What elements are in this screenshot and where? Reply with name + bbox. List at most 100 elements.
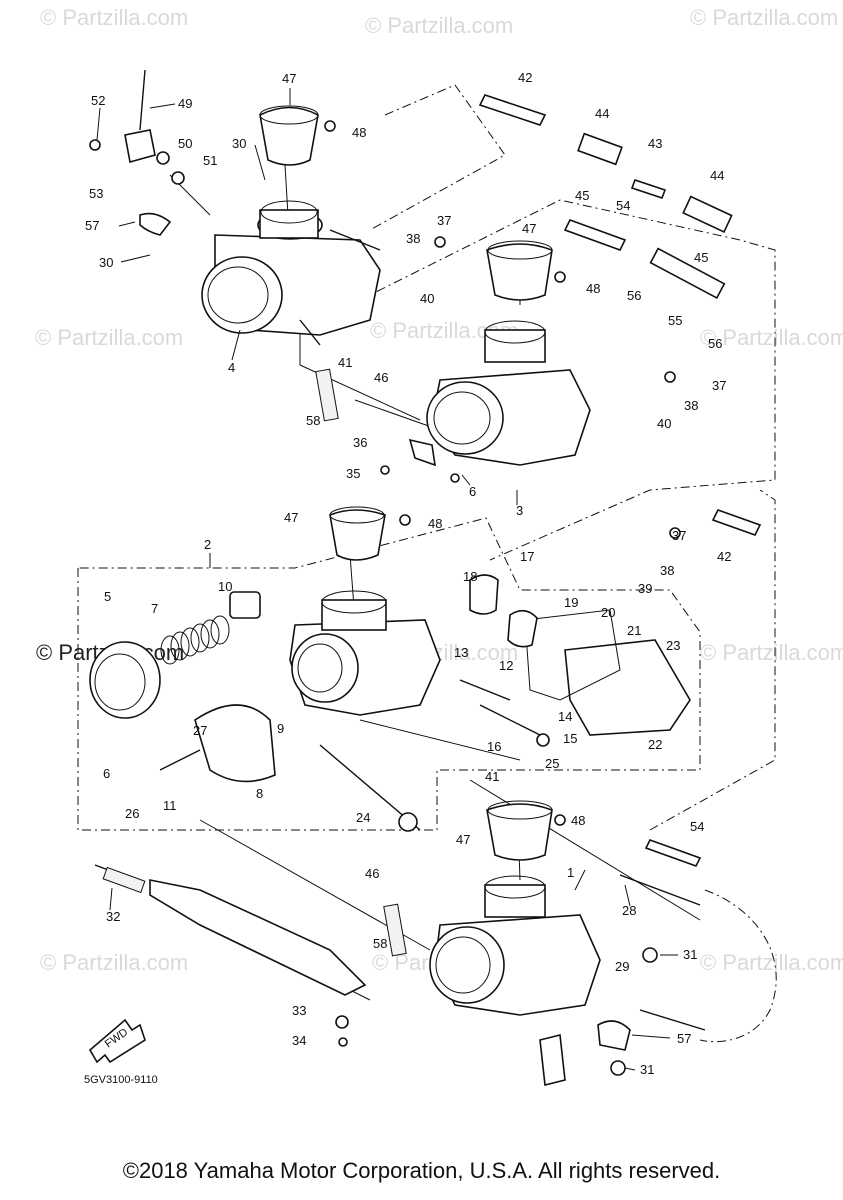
watermark-text: © Partzilla.com <box>35 325 183 350</box>
watermarks: © Partzilla.com © Partzilla.com © Partzi… <box>35 5 843 975</box>
callout-1: 1 <box>567 865 574 880</box>
callout-57: 57 <box>85 218 99 233</box>
watermark-text: © Partzilla.com <box>40 950 188 975</box>
callout-47: 47 <box>284 510 298 525</box>
callout-48: 48 <box>428 516 442 531</box>
callout-31: 31 <box>683 947 697 962</box>
callout-56: 56 <box>627 288 641 303</box>
callout-12: 12 <box>499 658 513 673</box>
callout-48: 48 <box>352 125 366 140</box>
callout-57: 57 <box>677 1031 691 1046</box>
callout-39: 39 <box>638 581 652 596</box>
carburetor-1 <box>94 800 706 1086</box>
callout-8: 8 <box>256 786 263 801</box>
callout-42: 42 <box>518 70 532 85</box>
callout-51: 51 <box>203 153 217 168</box>
callout-48: 48 <box>571 813 585 828</box>
callout-42: 42 <box>717 549 731 564</box>
callout-26: 26 <box>125 806 139 821</box>
callout-3: 3 <box>516 503 523 518</box>
callout-52: 52 <box>91 93 105 108</box>
callout-37: 37 <box>672 528 686 543</box>
callout-54: 54 <box>616 198 630 213</box>
callout-4: 4 <box>228 360 235 375</box>
callout-43: 43 <box>648 136 662 151</box>
callout-15: 15 <box>563 731 577 746</box>
callout-45: 45 <box>694 250 708 265</box>
callout-37: 37 <box>712 378 726 393</box>
callout-20: 20 <box>601 605 615 620</box>
callout-48: 48 <box>586 281 600 296</box>
small-hardware <box>89 120 681 1076</box>
callout-ticks <box>96 88 678 1071</box>
callout-46: 46 <box>365 866 379 881</box>
assembly-outlines <box>77 84 777 1043</box>
callout-17: 17 <box>520 549 534 564</box>
callout-44: 44 <box>595 106 609 121</box>
watermark-text: © Partzilla.com <box>700 640 843 665</box>
watermark-text: © Partzilla.com <box>40 5 188 30</box>
carburetor-2 <box>89 506 691 832</box>
callout-44: 44 <box>710 168 724 183</box>
callout-2: 2 <box>204 537 211 552</box>
callout-30: 30 <box>232 136 246 151</box>
callout-36: 36 <box>353 435 367 450</box>
callout-40: 40 <box>420 291 434 306</box>
callout-45: 45 <box>575 188 589 203</box>
callout-30: 30 <box>99 255 113 270</box>
forward-arrow-icon: FWD <box>88 1018 146 1064</box>
carburetor-4 <box>201 105 381 346</box>
callout-7: 7 <box>151 601 158 616</box>
callout-28: 28 <box>622 903 636 918</box>
callout-21: 21 <box>627 623 641 638</box>
callout-47: 47 <box>282 71 296 86</box>
callout-29: 29 <box>615 959 629 974</box>
callout-27: 27 <box>193 723 207 738</box>
drawing-code: 5GV3100-9110 <box>84 1074 158 1086</box>
fuel-hoses <box>124 69 762 867</box>
callout-49: 49 <box>178 96 192 111</box>
callout-35: 35 <box>346 466 360 481</box>
callout-34: 34 <box>292 1033 306 1048</box>
callout-56: 56 <box>708 336 722 351</box>
watermark-text: © Partzilla.com <box>700 950 843 975</box>
callout-31: 31 <box>640 1062 654 1077</box>
callout-47: 47 <box>522 221 536 236</box>
callout-38: 38 <box>406 231 420 246</box>
callout-13: 13 <box>454 645 468 660</box>
callout-46: 46 <box>374 370 388 385</box>
callout-53: 53 <box>89 186 103 201</box>
watermark-text: © Partzilla.com <box>690 5 838 30</box>
callout-47: 47 <box>456 832 470 847</box>
callout-11: 11 <box>163 798 177 813</box>
copyright-notice: ©2018 Yamaha Motor Corporation, U.S.A. A… <box>122 1158 721 1183</box>
callout-24: 24 <box>356 810 370 825</box>
callout-32: 32 <box>106 909 120 924</box>
callout-numbers: 52 49 50 51 53 57 30 30 47 48 4 41 46 58… <box>85 70 731 1077</box>
carburetor-3 <box>408 240 591 467</box>
callout-41: 41 <box>338 355 352 370</box>
callout-6: 6 <box>103 766 110 781</box>
callout-18: 18 <box>463 569 477 584</box>
callout-22: 22 <box>648 737 662 752</box>
callout-6: 6 <box>469 484 476 499</box>
callout-19: 19 <box>564 595 578 610</box>
callout-38: 38 <box>660 563 674 578</box>
callout-54: 54 <box>690 819 704 834</box>
callout-16: 16 <box>487 739 501 754</box>
callout-9: 9 <box>277 721 284 736</box>
callout-14: 14 <box>558 709 572 724</box>
watermark-text: © Partzilla.com <box>365 13 513 38</box>
callout-10: 10 <box>218 579 232 594</box>
callout-58: 58 <box>373 936 387 951</box>
callout-37: 37 <box>437 213 451 228</box>
callout-33: 33 <box>292 1003 306 1018</box>
callout-58: 58 <box>306 413 320 428</box>
callout-40: 40 <box>657 416 671 431</box>
callout-41: 41 <box>485 769 499 784</box>
callout-25: 25 <box>545 756 559 771</box>
callout-23: 23 <box>666 638 680 653</box>
callout-55: 55 <box>668 313 682 328</box>
